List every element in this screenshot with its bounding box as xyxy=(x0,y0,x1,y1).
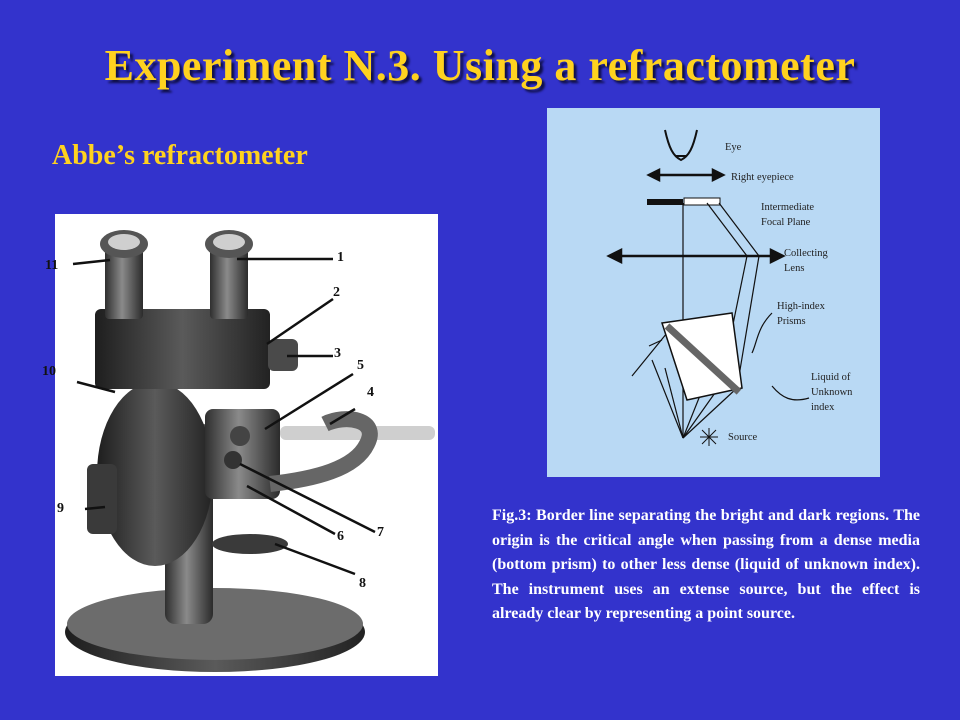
part-label-7: 7 xyxy=(377,525,384,540)
optics-diagram: Eye Right eyepiece Intermediate Focal Pl… xyxy=(547,108,880,477)
part-label-11: 11 xyxy=(45,258,59,273)
label-eyepiece: Right eyepiece xyxy=(731,172,794,183)
label-eye: Eye xyxy=(725,142,742,153)
part-label-1: 1 xyxy=(337,250,344,265)
label-focal-plane: Intermediate Focal Plane xyxy=(761,202,815,228)
label-collecting-lens: Collecting Lens xyxy=(784,248,828,274)
part-label-5: 5 xyxy=(357,358,364,373)
part-label-10: 10 xyxy=(42,364,56,379)
part-label-6: 6 xyxy=(337,529,344,544)
part-label-8: 8 xyxy=(359,576,366,591)
part-label-2: 2 xyxy=(333,285,340,300)
part-label-9: 9 xyxy=(57,501,64,516)
refractometer-photo: 1 2 3 4 5 6 7 8 9 10 11 xyxy=(42,214,438,676)
label-liquid: Liquid of Unknown index xyxy=(811,372,853,413)
slide-title: Experiment N.3. Using a refractometer xyxy=(104,41,856,90)
part-label-4: 4 xyxy=(367,385,374,400)
label-prisms: High-index Prisms xyxy=(777,301,825,327)
figure-caption: Fig.3: Border line separating the bright… xyxy=(492,507,920,622)
optics-schematic xyxy=(606,129,810,446)
part-label-3: 3 xyxy=(334,346,341,361)
slide-subtitle: Abbe’s refractometer xyxy=(52,140,308,171)
label-source: Source xyxy=(728,432,758,443)
refractometer-illustration xyxy=(65,230,435,672)
